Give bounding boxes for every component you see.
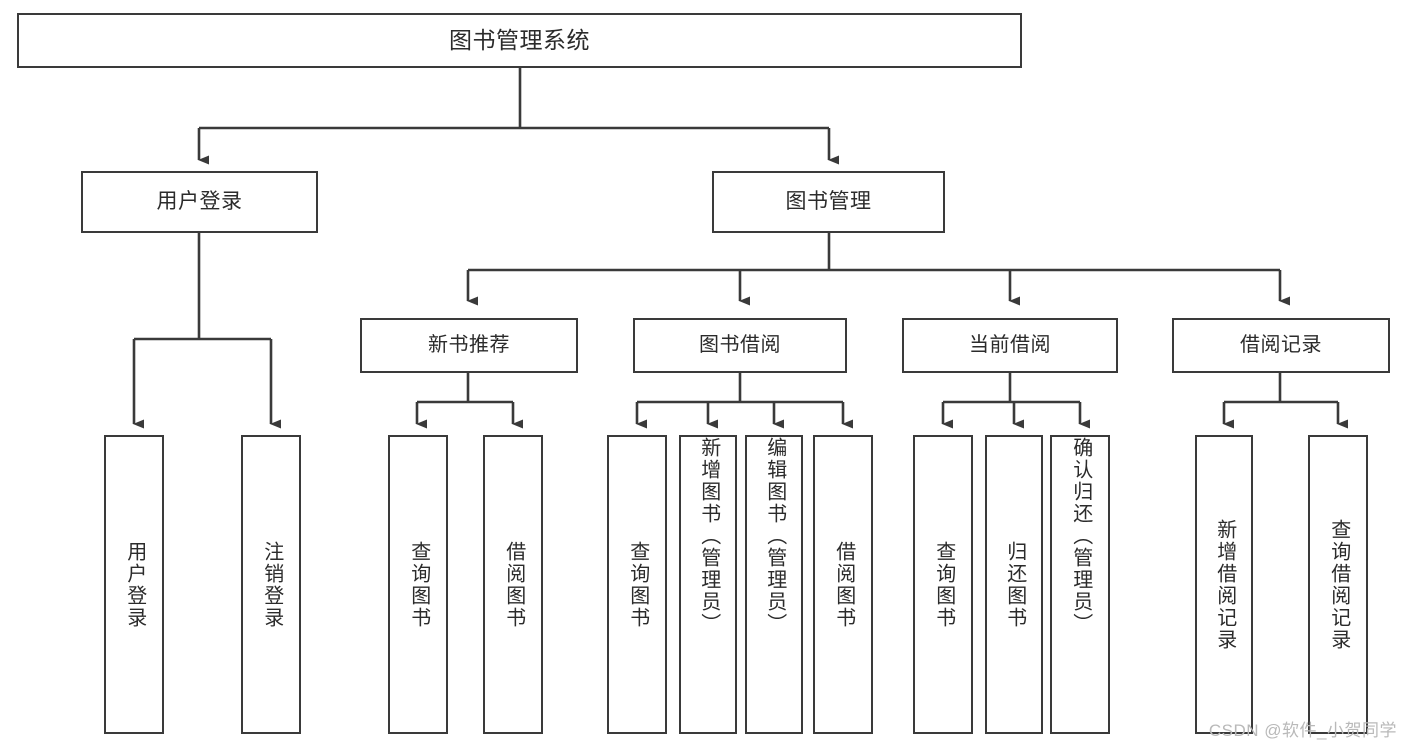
node-leaf-query-book-rec-label: 查询图书 bbox=[407, 540, 430, 629]
node-borrow-record-label: 借阅记录 bbox=[1240, 333, 1322, 356]
node-leaf-edit-book-label: 编辑图书（管理员） bbox=[763, 437, 786, 635]
node-leaf-query-borrow-record-label: 查询借阅记录 bbox=[1327, 518, 1350, 651]
node-root-label: 图书管理系统 bbox=[449, 26, 590, 53]
node-leaf-borrow-book-rec[interactable]: 借阅图书 bbox=[483, 435, 543, 734]
node-leaf-confirm-return-label: 确认归还（管理员） bbox=[1069, 437, 1092, 635]
node-current-borrow[interactable]: 当前借阅 bbox=[902, 318, 1118, 373]
node-book-manage[interactable]: 图书管理 bbox=[712, 171, 945, 233]
watermark-text: CSDN @软件_小贺同学 bbox=[1208, 721, 1397, 740]
node-leaf-logout-label: 注销登录 bbox=[260, 540, 283, 629]
node-new-book-rec[interactable]: 新书推荐 bbox=[360, 318, 578, 373]
node-leaf-add-borrow-record-label: 新增借阅记录 bbox=[1213, 518, 1236, 651]
node-leaf-query-borrow-record[interactable]: 查询借阅记录 bbox=[1308, 435, 1368, 734]
node-book-borrow[interactable]: 图书借阅 bbox=[633, 318, 847, 373]
node-leaf-query-book-rec[interactable]: 查询图书 bbox=[388, 435, 448, 734]
node-book-manage-label: 图书管理 bbox=[785, 189, 872, 213]
node-leaf-add-borrow-record[interactable]: 新增借阅记录 bbox=[1195, 435, 1253, 734]
node-leaf-return-book-label: 归还图书 bbox=[1003, 540, 1026, 629]
node-leaf-borrow-book[interactable]: 借阅图书 bbox=[813, 435, 873, 734]
node-book-borrow-label: 图书借阅 bbox=[699, 333, 781, 356]
node-leaf-user-login-label: 用户登录 bbox=[123, 540, 146, 629]
node-current-borrow-label: 当前借阅 bbox=[969, 333, 1051, 356]
node-leaf-edit-book[interactable]: 编辑图书（管理员） bbox=[745, 435, 803, 734]
node-leaf-query-book-current[interactable]: 查询图书 bbox=[913, 435, 973, 734]
node-leaf-logout[interactable]: 注销登录 bbox=[241, 435, 301, 734]
node-borrow-record[interactable]: 借阅记录 bbox=[1172, 318, 1390, 373]
node-new-book-rec-label: 新书推荐 bbox=[428, 333, 510, 356]
node-root[interactable]: 图书管理系统 bbox=[17, 13, 1022, 68]
node-leaf-query-book-current-label: 查询图书 bbox=[932, 540, 955, 629]
node-leaf-add-book[interactable]: 新增图书（管理员） bbox=[679, 435, 737, 734]
node-leaf-user-login[interactable]: 用户登录 bbox=[104, 435, 164, 734]
node-user-login[interactable]: 用户登录 bbox=[81, 171, 318, 233]
node-leaf-return-book[interactable]: 归还图书 bbox=[985, 435, 1043, 734]
node-leaf-borrow-book-label: 借阅图书 bbox=[832, 540, 855, 629]
node-leaf-add-book-label: 新增图书（管理员） bbox=[697, 437, 720, 635]
node-user-login-label: 用户登录 bbox=[156, 189, 243, 213]
node-leaf-confirm-return[interactable]: 确认归还（管理员） bbox=[1050, 435, 1110, 734]
node-leaf-query-book-borrow-label: 查询图书 bbox=[626, 540, 649, 629]
node-leaf-query-book-borrow[interactable]: 查询图书 bbox=[607, 435, 667, 734]
node-leaf-borrow-book-rec-label: 借阅图书 bbox=[502, 540, 525, 629]
